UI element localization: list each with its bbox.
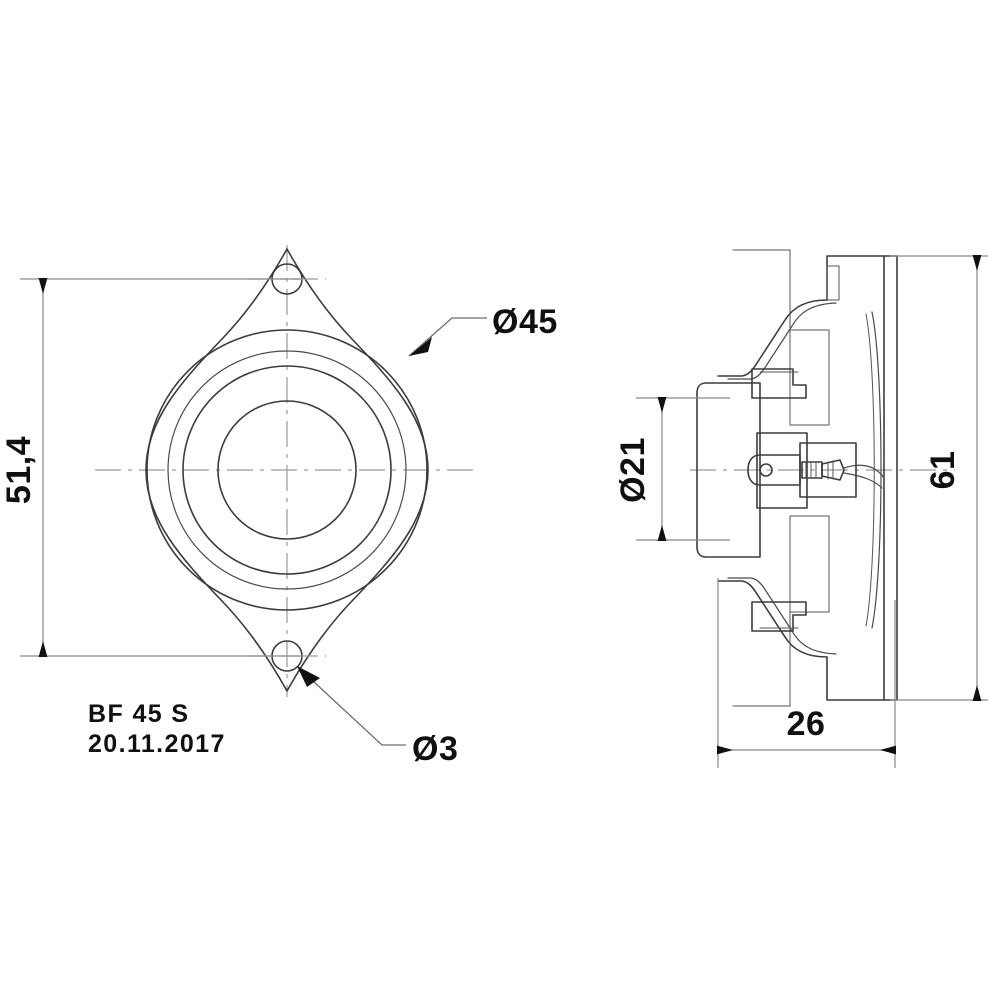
basket-profile-upper — [717, 299, 828, 377]
frame-outer-circle — [146, 329, 428, 611]
dim-label-magnet-diameter: Ø21 — [614, 437, 652, 503]
mounting-flange-outline — [145, 248, 429, 692]
lead-wire-lower — [843, 472, 883, 489]
cone-plate-upper-far — [732, 249, 791, 331]
dim-d45-leader-arrowhead — [409, 337, 432, 356]
flange-rim-lower — [826, 656, 885, 701]
basket-profile-lower — [717, 580, 828, 658]
dim-d3-leader-line — [299, 668, 406, 746]
basket-profile-lower-inner — [727, 577, 837, 655]
title-block: BF 45 S 20.11.2017 — [88, 700, 226, 758]
dim-d3-leader-arrowhead — [297, 666, 320, 687]
terminal-crimp — [821, 459, 845, 481]
front-view: 51,4 Ø45 Ø3 — [0, 245, 558, 768]
surround-outer-circle — [167, 350, 407, 590]
lead-wire-upper — [843, 464, 885, 479]
cone-inner-circle — [217, 400, 357, 540]
title-block-model: BF 45 S — [88, 700, 190, 728]
magnet-body — [696, 382, 761, 558]
flange-rim-upper — [826, 255, 885, 301]
title-block-date: 20.11.2017 — [88, 730, 226, 758]
dim-label-mounting-hole-diameter: Ø3 — [412, 730, 458, 768]
dim-label-flange-diameter: 61 — [924, 451, 962, 490]
terminal-tab-lower — [751, 601, 807, 632]
cone-plate-upper-outer — [826, 265, 840, 301]
dim-label-cone-diameter: Ø45 — [492, 303, 558, 341]
cone-plate-lower-far — [732, 611, 791, 707]
terminal-block — [799, 442, 857, 498]
pole-plate — [756, 432, 808, 509]
side-view: Ø21 61 26 — [614, 249, 988, 768]
pole-vent-hole — [759, 463, 773, 477]
dustcap-arc — [871, 311, 882, 629]
cone-plate-lower-mid — [789, 515, 830, 613]
dim-d45-leader-line — [408, 317, 487, 357]
terminal-tab-upper — [751, 368, 807, 399]
basket-profile-upper-inner — [727, 302, 837, 380]
voice-coil-former — [747, 454, 801, 486]
dim-label-depth: 26 — [787, 705, 826, 743]
cone-diameter-circle — [182, 365, 392, 575]
dim-label-overall-height: 51,4 — [0, 436, 38, 504]
terminal-pin-body — [801, 461, 823, 479]
cone-plate-upper-mid — [789, 329, 830, 426]
